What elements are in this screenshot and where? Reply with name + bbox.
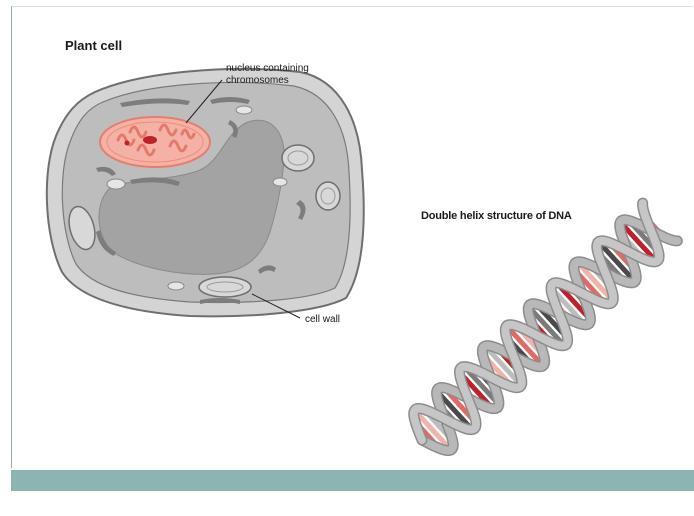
nucleus-label-line1: nucleus containing xyxy=(226,63,309,75)
plant-cell-title: Plant cell xyxy=(65,38,122,53)
nucleus-label-line2: chromosomes xyxy=(226,75,309,87)
nucleus-label: nucleus containing chromosomes xyxy=(226,63,309,87)
dna-title: Double helix structure of DNA xyxy=(421,210,572,222)
cell-wall-label: cell wall xyxy=(305,314,340,325)
footer-bar xyxy=(11,470,694,491)
